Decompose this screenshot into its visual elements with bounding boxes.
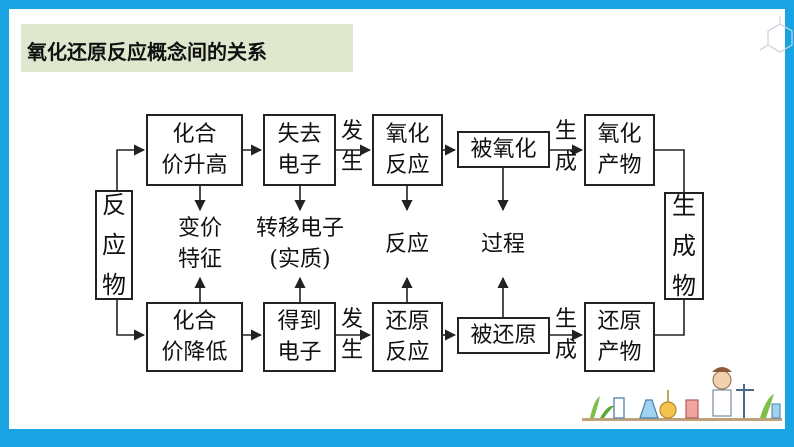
connector-product-top [655,149,685,192]
occur-label-bottom: 发 生 [340,307,363,363]
process-label: 过程 [480,232,525,257]
gain-electrons-box: 得到 电子 [263,302,336,372]
occur-label-top: 发 生 [340,119,363,175]
connector-product-bottom [655,300,685,336]
connector-reactant-top [116,144,146,190]
page-title: 氧化还原反应概念间的关系 [27,40,267,64]
connector-reactant-bottom [116,300,146,341]
reaction-label: 反应 [384,232,429,257]
oxidized-box: 被氧化 [457,131,550,168]
reactant-box: 反 应 物 [95,190,133,300]
product-box: 生 成 物 [664,192,704,300]
lose-electrons-box: 失去 电子 [263,114,336,186]
reduction-product-box: 还原 产物 [584,302,655,372]
oxidation-product-box: 氧化 产物 [584,114,655,186]
reduced-box: 被还原 [457,317,550,354]
reduction-reaction-box: 还原 反应 [372,302,443,372]
produce-label-bottom: 生 成 [554,307,577,363]
feature-label: 变价 特征 [177,216,222,272]
molecule-icon [759,16,793,53]
lab-equipment-icon [582,367,782,421]
oxidation-reaction-box: 氧化 反应 [372,114,443,186]
title-bar [21,24,353,72]
valence-increase-box: 化合 价升高 [146,114,243,186]
valence-decrease-box: 化合 价降低 [146,302,243,372]
produce-label-top: 生 成 [554,119,577,175]
essence-label: 转移电子 (实质) [255,216,344,272]
